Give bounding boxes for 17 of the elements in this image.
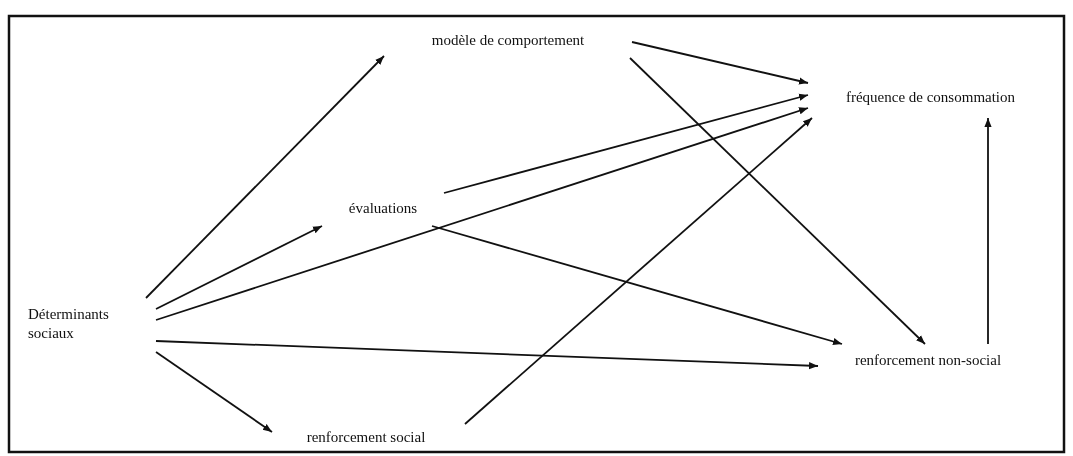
arrow (631, 41, 809, 85)
node-label: fréquence de consommation (808, 76, 1053, 118)
node-label: Déterminants sociaux (28, 298, 146, 350)
node-label: modèle de comportement (384, 24, 632, 56)
node-label: renforcement non-social (818, 344, 1038, 376)
arrow (155, 351, 273, 433)
arrow (431, 225, 843, 345)
node-label: évaluations (322, 190, 444, 226)
arrow (155, 225, 323, 310)
arrow (155, 107, 809, 321)
arrow (155, 340, 819, 370)
arrow (464, 117, 813, 425)
arrow (145, 55, 385, 299)
arrow (629, 57, 926, 345)
arrow (984, 117, 992, 345)
node-label: renforcement social (268, 424, 464, 451)
arrow (443, 93, 809, 194)
